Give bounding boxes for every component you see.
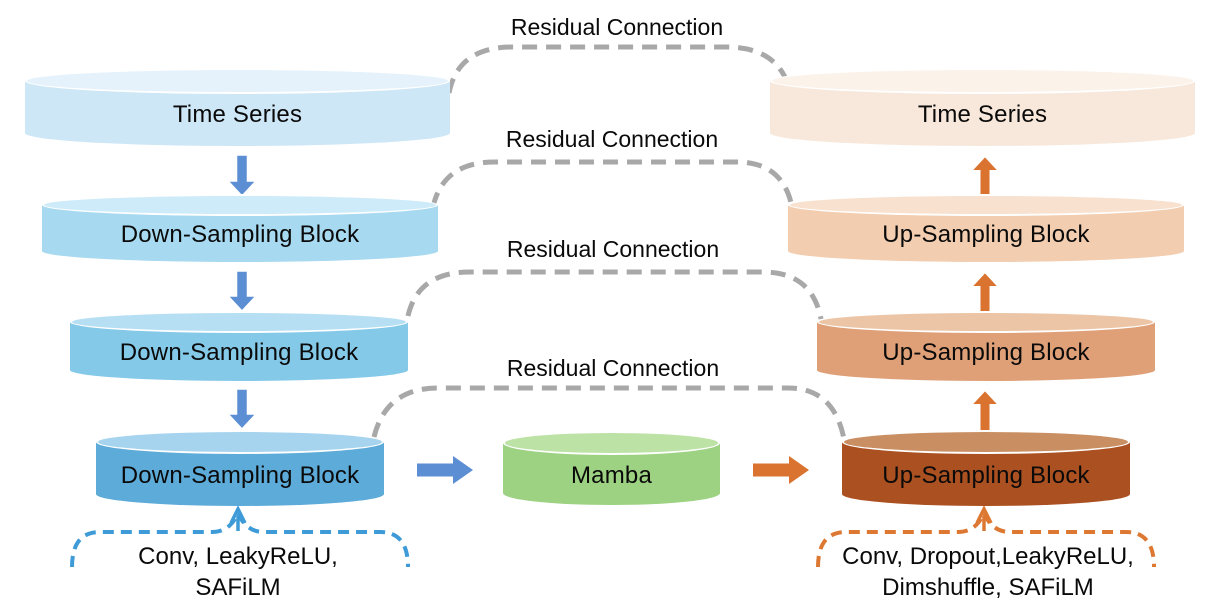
mamba-label: Mamba xyxy=(570,461,653,489)
decoder-annotation-text: Conv, Dropout,LeakyReLU, Dimshuffle, SAF… xyxy=(842,541,1134,603)
down-sampling-block-2-label: Down-Sampling Block xyxy=(119,338,359,366)
decoder-time-series-cylinder: Time Series xyxy=(770,68,1195,146)
residual-connection-curve-1 xyxy=(446,44,793,94)
cylinder-top-ellipse xyxy=(842,430,1130,454)
right-arrow-to-mamba-icon xyxy=(417,456,473,484)
down-arrow-icon-3 xyxy=(226,388,258,431)
encoder-time-series-label: Time Series xyxy=(172,101,303,129)
residual-connection-label-1: Residual Connection xyxy=(510,14,724,40)
cylinder-top-ellipse xyxy=(70,311,408,333)
cylinder-top-ellipse xyxy=(96,430,384,454)
down-sampling-block-3-cylinder: Down-Sampling Block xyxy=(96,430,384,506)
residual-connection-label-4: Residual Connection xyxy=(506,355,720,381)
residual-connection-curve-4 xyxy=(371,385,847,440)
residual-connection-label-3: Residual Connection xyxy=(506,236,720,262)
encoder-annotation-line-2: SAFiLM xyxy=(195,574,281,601)
decoder-brace-pointer-icon xyxy=(975,505,993,531)
cylinder-top-ellipse xyxy=(770,68,1195,94)
encoder-annotation-brace xyxy=(70,507,410,568)
residual-connection-curve-2 xyxy=(430,159,795,208)
mamba-cylinder: Mamba xyxy=(503,431,720,505)
down-sampling-block-1-cylinder: Down-Sampling Block xyxy=(42,194,438,262)
up-sampling-block-2-label: Up-Sampling Block xyxy=(882,338,1090,366)
decoder-time-series-label: Time Series xyxy=(917,101,1048,129)
decoder-annotation-line-2: Dimshuffle, SAFiLM xyxy=(882,574,1094,601)
residual-connection-curve-3 xyxy=(405,269,824,320)
up-sampling-block-3-label: Up-Sampling Block xyxy=(882,461,1090,489)
cylinder-top-ellipse xyxy=(25,68,450,94)
down-sampling-block-1-label: Down-Sampling Block xyxy=(120,220,360,248)
down-sampling-block-2-cylinder: Down-Sampling Block xyxy=(70,311,408,381)
cylinder-top-ellipse xyxy=(788,194,1184,216)
encoder-annotation-text: Conv, LeakyReLU, SAFiLM xyxy=(138,541,338,603)
encoder-brace-pointer-icon xyxy=(229,505,247,531)
up-sampling-block-3-cylinder: Up-Sampling Block xyxy=(842,430,1130,506)
up-sampling-block-1-label: Up-Sampling Block xyxy=(882,220,1090,248)
down-arrow-icon-1 xyxy=(226,154,258,198)
right-arrow-from-mamba-icon xyxy=(753,456,809,484)
encoder-annotation-line-1: Conv, LeakyReLU, xyxy=(138,543,338,570)
decoder-annotation-brace xyxy=(816,507,1156,568)
cylinder-top-ellipse xyxy=(817,311,1155,333)
cylinder-top-ellipse xyxy=(503,431,720,455)
up-sampling-block-1-cylinder: Up-Sampling Block xyxy=(788,194,1184,262)
down-arrow-icon-2 xyxy=(226,270,258,313)
encoder-time-series-cylinder: Time Series xyxy=(25,68,450,146)
cylinder-top-ellipse xyxy=(42,194,438,216)
residual-connection-label-2: Residual Connection xyxy=(505,126,719,152)
decoder-annotation-line-1: Conv, Dropout,LeakyReLU, xyxy=(842,543,1134,570)
up-sampling-block-2-cylinder: Up-Sampling Block xyxy=(817,311,1155,381)
down-sampling-block-3-label: Down-Sampling Block xyxy=(120,461,360,489)
